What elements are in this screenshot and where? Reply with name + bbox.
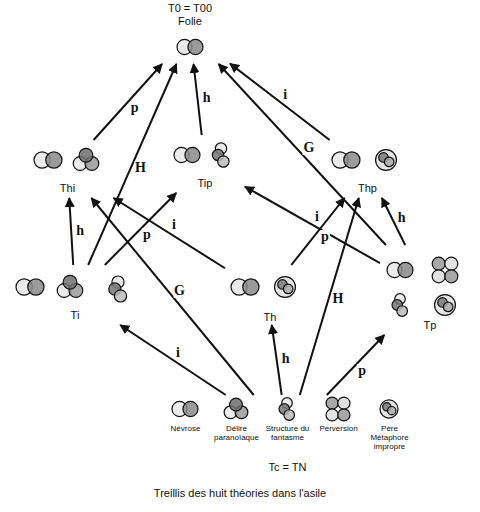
arrow-label: H xyxy=(331,292,344,306)
knot-symbol xyxy=(268,270,302,308)
knot-name: Perversion xyxy=(313,425,364,434)
theory-node: Tp xyxy=(380,245,475,335)
arrow-label: i xyxy=(314,210,320,224)
knot-symbol xyxy=(369,143,403,181)
lattice-arrow xyxy=(91,198,253,395)
theory-label: Tc = TN xyxy=(160,461,415,473)
knot-symbol xyxy=(54,271,86,307)
knot-symbol xyxy=(70,144,102,180)
arrow-label: G xyxy=(173,284,186,298)
theory-label: Th xyxy=(245,311,295,323)
arrow-label: p xyxy=(320,230,330,244)
theory-label: Thi xyxy=(40,182,95,194)
theory-label: Thp xyxy=(340,182,395,194)
theory-node: Th xyxy=(225,265,310,325)
knot-symbol xyxy=(330,144,362,180)
theory-node: Tip xyxy=(165,135,245,193)
theory-group: Tc = TN NévroseDélire paranoïaqueStructur… xyxy=(160,395,415,477)
knot-symbol xyxy=(272,394,302,428)
theory-label: Folie xyxy=(150,15,230,27)
lattice-arrow xyxy=(327,335,385,395)
theory-label: Tip xyxy=(180,177,230,189)
figure-caption: Treillis des huit théories dans l'asile xyxy=(0,487,480,499)
arrow-label: i xyxy=(171,218,177,232)
lattice-arrow xyxy=(194,64,202,135)
knot-symbol xyxy=(175,32,205,66)
knot-figure: Délire paranoïaque xyxy=(211,395,262,457)
theory-label: Tp xyxy=(408,319,452,331)
knot-symbol xyxy=(229,271,261,307)
arrow-label: p xyxy=(130,101,140,115)
theory-node: T0 = T00Folie xyxy=(150,2,230,64)
knot-symbol xyxy=(374,394,404,428)
lattice-arrow xyxy=(69,198,73,265)
knot-symbol xyxy=(14,271,46,307)
knot-symbol xyxy=(322,393,354,429)
knot-symbol xyxy=(205,139,237,175)
knot-symbol xyxy=(385,255,415,289)
lattice-arrow xyxy=(88,64,176,265)
knot-figure: Névrose xyxy=(160,395,211,457)
knot-symbol xyxy=(172,140,202,174)
arrow-label: G xyxy=(302,141,315,155)
theory-node: Ti xyxy=(10,265,140,325)
lattice-arrow xyxy=(105,193,176,265)
arrow-label: h xyxy=(202,91,212,105)
knot-name: Névrose xyxy=(160,425,211,434)
arrow-label: p xyxy=(357,364,367,378)
knot-symbol xyxy=(32,144,64,180)
knot-symbol xyxy=(428,253,462,291)
knot-symbol xyxy=(385,290,415,324)
theory-label: T0 = T00 xyxy=(150,2,230,14)
arrow-label: h xyxy=(281,352,291,366)
lattice-arrow xyxy=(291,198,344,265)
knot-figure: Père Métaphore impropre xyxy=(364,395,415,457)
theory-node: Thp xyxy=(320,140,415,198)
knot-figure: Perversion xyxy=(313,395,364,457)
knot-symbol xyxy=(101,272,135,310)
arrow-label: H xyxy=(134,161,147,175)
knot-name: Délire paranoïaque xyxy=(211,425,262,443)
arrow-label: h xyxy=(75,224,85,238)
lattice-arrow xyxy=(120,325,225,395)
lattice-arrow xyxy=(94,64,162,140)
arrow-label: i xyxy=(175,346,181,360)
theory-node: Thi xyxy=(20,140,115,198)
lattice-arrow xyxy=(219,64,386,245)
knot-name: Structure du fantasme xyxy=(262,425,313,443)
knot-symbol xyxy=(170,394,200,428)
knot-name: Père Métaphore impropre xyxy=(364,425,415,451)
knot-symbol xyxy=(221,394,251,428)
arrow-label: i xyxy=(282,88,288,102)
arrow-label: p xyxy=(142,228,152,242)
lattice-arrow xyxy=(300,198,359,395)
lattice-arrow xyxy=(230,64,330,140)
theory-label: Ti xyxy=(50,309,100,321)
lattice-arrow xyxy=(114,198,225,268)
lattice-arrow xyxy=(245,187,380,263)
arrow-label: h xyxy=(397,211,407,225)
knot-figure: Structure du fantasme xyxy=(262,395,313,457)
